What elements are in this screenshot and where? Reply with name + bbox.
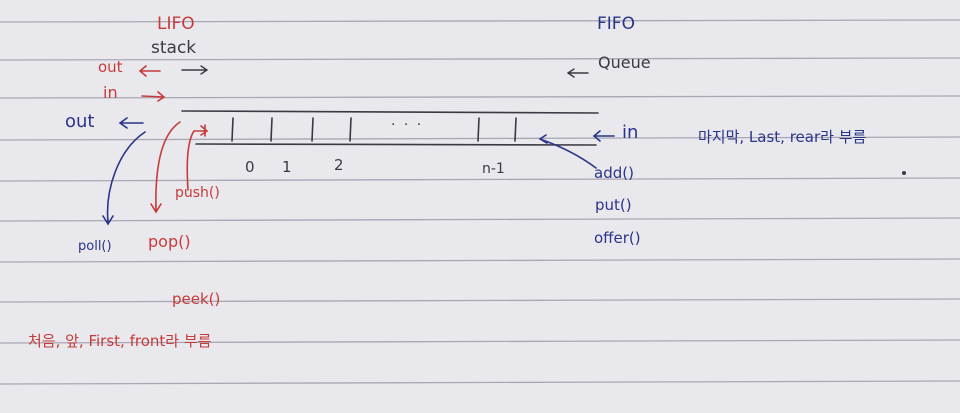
stack-pop-arrow	[150, 121, 181, 214]
ruled-line	[0, 136, 960, 141]
stack-out-label: out	[98, 58, 123, 76]
queue-out-arrow	[118, 117, 144, 129]
ruled-line	[0, 339, 960, 344]
poll-method-label: poll()	[78, 239, 112, 254]
stack-push-arrow	[186, 125, 209, 191]
array-divider	[270, 117, 273, 142]
array-divider	[231, 117, 234, 142]
queue-direction-arrow	[566, 68, 589, 78]
stack-label: stack	[151, 38, 197, 58]
queue-poll-arrow	[102, 131, 146, 226]
ruled-line	[0, 19, 960, 23]
queue-in-arrow	[592, 130, 615, 142]
pencil-dot	[902, 171, 906, 175]
peek-method-label: peek()	[172, 290, 221, 308]
ruled-line	[0, 217, 960, 222]
queue-label: Queue	[598, 53, 651, 72]
pop-method-label: pop()	[148, 232, 191, 251]
ruled-line	[0, 57, 960, 61]
stack-arrows	[138, 65, 209, 214]
rear-note: 마지막, Last, rear라 부름	[698, 128, 867, 146]
add-method-label: add()	[594, 164, 634, 182]
queue-out-label: out	[65, 111, 95, 132]
stack-in-label: in	[103, 83, 118, 102]
queue-arrows	[102, 117, 615, 226]
stack-direction-arrow	[181, 65, 209, 75]
array-ellipsis: · · ·	[391, 117, 424, 133]
queue-add-arrow	[538, 134, 597, 169]
stack-in-arrow	[141, 91, 166, 102]
ruled-line	[0, 380, 960, 385]
array-bottom-edge	[195, 143, 597, 146]
array-box	[181, 110, 599, 146]
stack-out-arrow	[138, 65, 161, 77]
ruled-line	[0, 258, 960, 263]
put-method-label: put()	[595, 196, 632, 214]
index-label: 0	[245, 158, 255, 176]
array-top-edge	[181, 110, 599, 114]
index-label: 1	[282, 158, 292, 176]
queue-in-label: in	[622, 122, 639, 143]
array-divider	[477, 117, 480, 142]
array-divider	[349, 117, 352, 142]
ruled-line	[0, 95, 960, 99]
direction-arrows	[181, 65, 589, 78]
lifo-title: LIFO	[157, 14, 195, 34]
ruled-line	[0, 298, 960, 303]
ruled-line	[0, 177, 960, 182]
offer-method-label: offer()	[594, 229, 641, 247]
ruled-lines	[0, 19, 960, 385]
array-divider	[514, 117, 517, 142]
index-label: n-1	[482, 161, 505, 177]
fifo-title: FIFO	[597, 14, 635, 34]
array-divider	[311, 117, 314, 142]
push-method-label: push()	[175, 185, 220, 201]
front-note: 처음, 앞, First, front라 부름	[28, 332, 212, 350]
index-label: 2	[334, 156, 344, 174]
